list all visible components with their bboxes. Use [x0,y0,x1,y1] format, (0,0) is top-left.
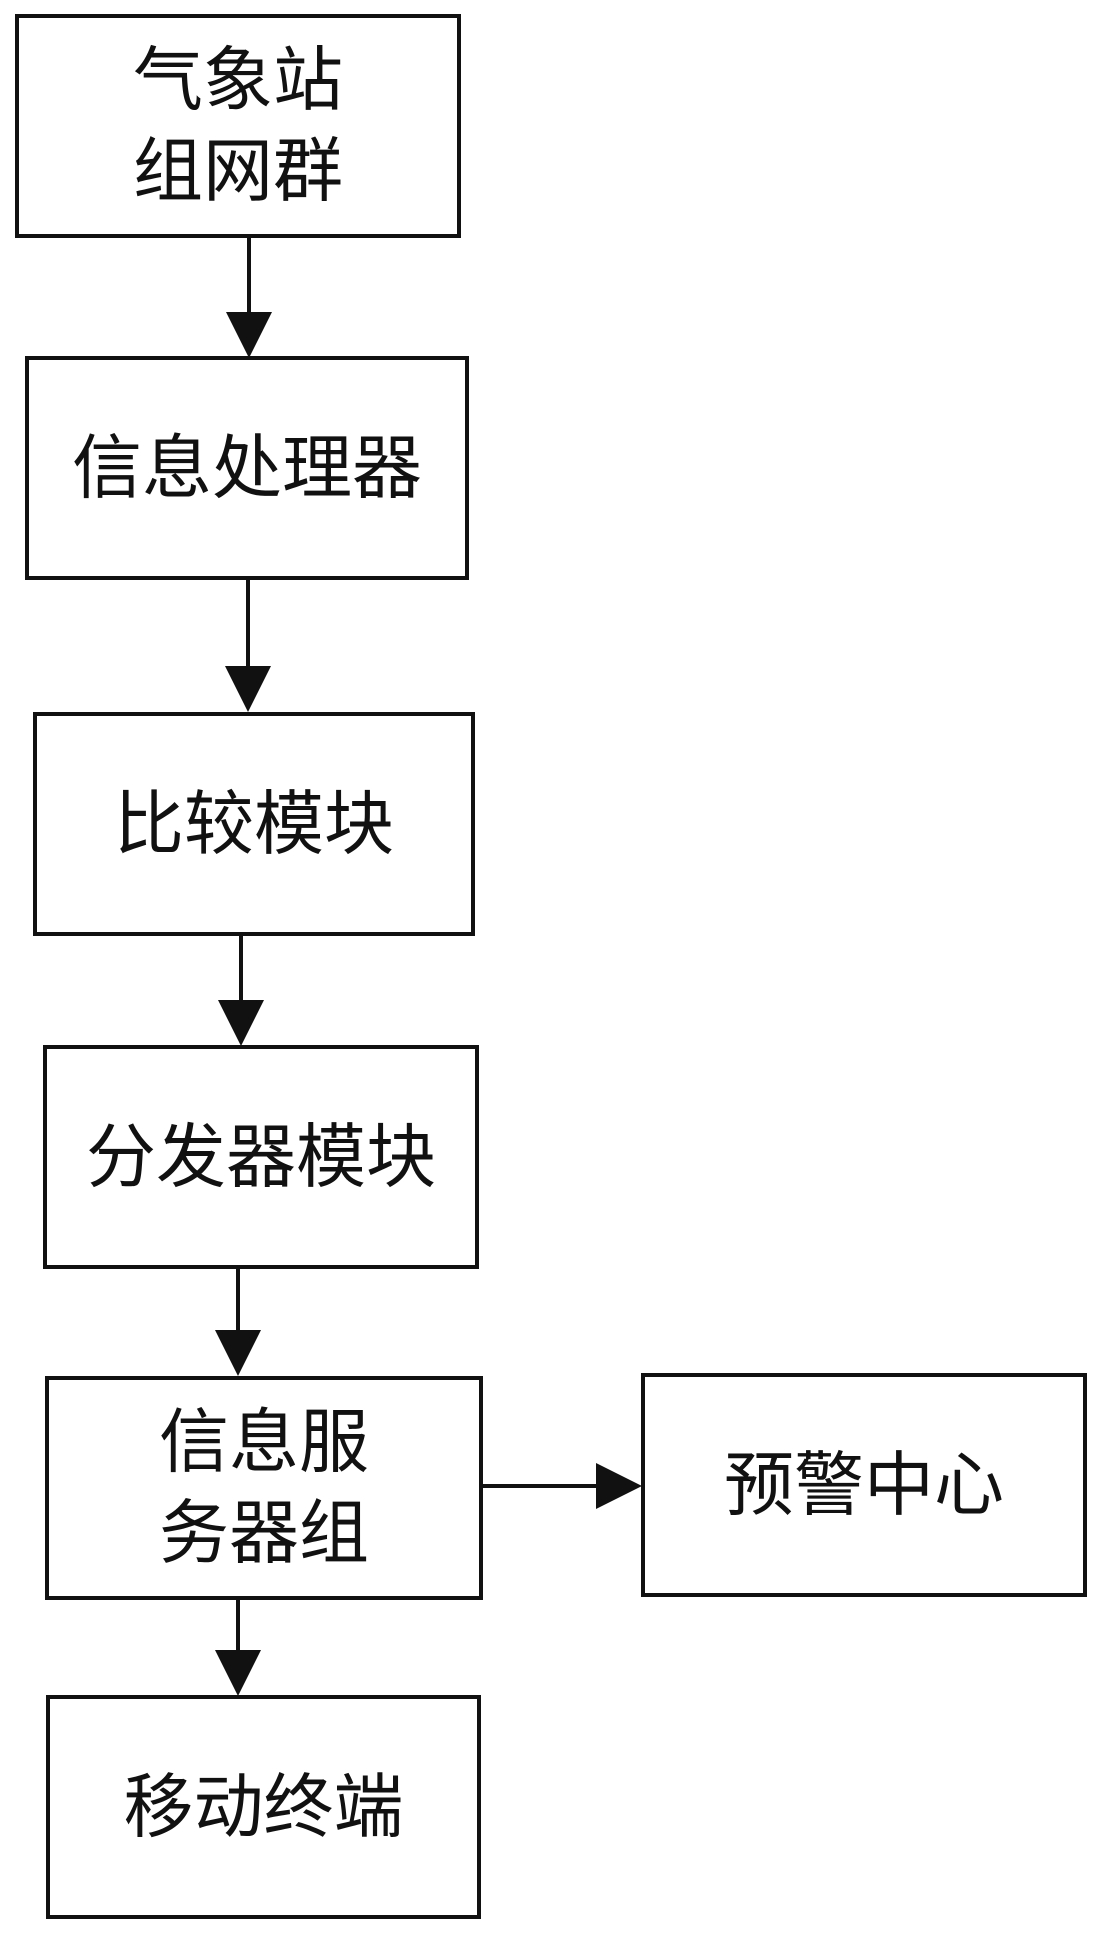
node-weather-station-network: 气象站 组网群 [15,14,461,238]
arrowhead-weather-to-processor [226,312,272,358]
node-label: 分发器模块 [86,1115,436,1198]
node-compare-module: 比较模块 [33,712,475,936]
node-label: 移动终端 [123,1765,404,1848]
node-info-processor: 信息处理器 [25,356,469,580]
arrowhead-compare-to-dispatch [218,1000,264,1046]
node-warning-center: 预警中心 [641,1373,1087,1597]
node-info-server-group: 信息服 务器组 [45,1376,483,1600]
node-mobile-terminal: 移动终端 [46,1695,481,1919]
node-label: 信息服 务器组 [159,1401,369,1574]
arrowhead-dispatch-to-server [215,1330,261,1376]
node-label: 比较模块 [114,782,394,865]
arrowhead-server-to-mobile [215,1650,261,1696]
arrowhead-server-to-warning [596,1463,642,1509]
node-dispatcher-module: 分发器模块 [43,1045,479,1269]
node-label: 信息处理器 [72,426,422,509]
node-label: 气象站 组网群 [133,39,343,212]
node-label: 预警中心 [724,1443,1004,1526]
arrowhead-processor-to-compare [225,666,271,712]
